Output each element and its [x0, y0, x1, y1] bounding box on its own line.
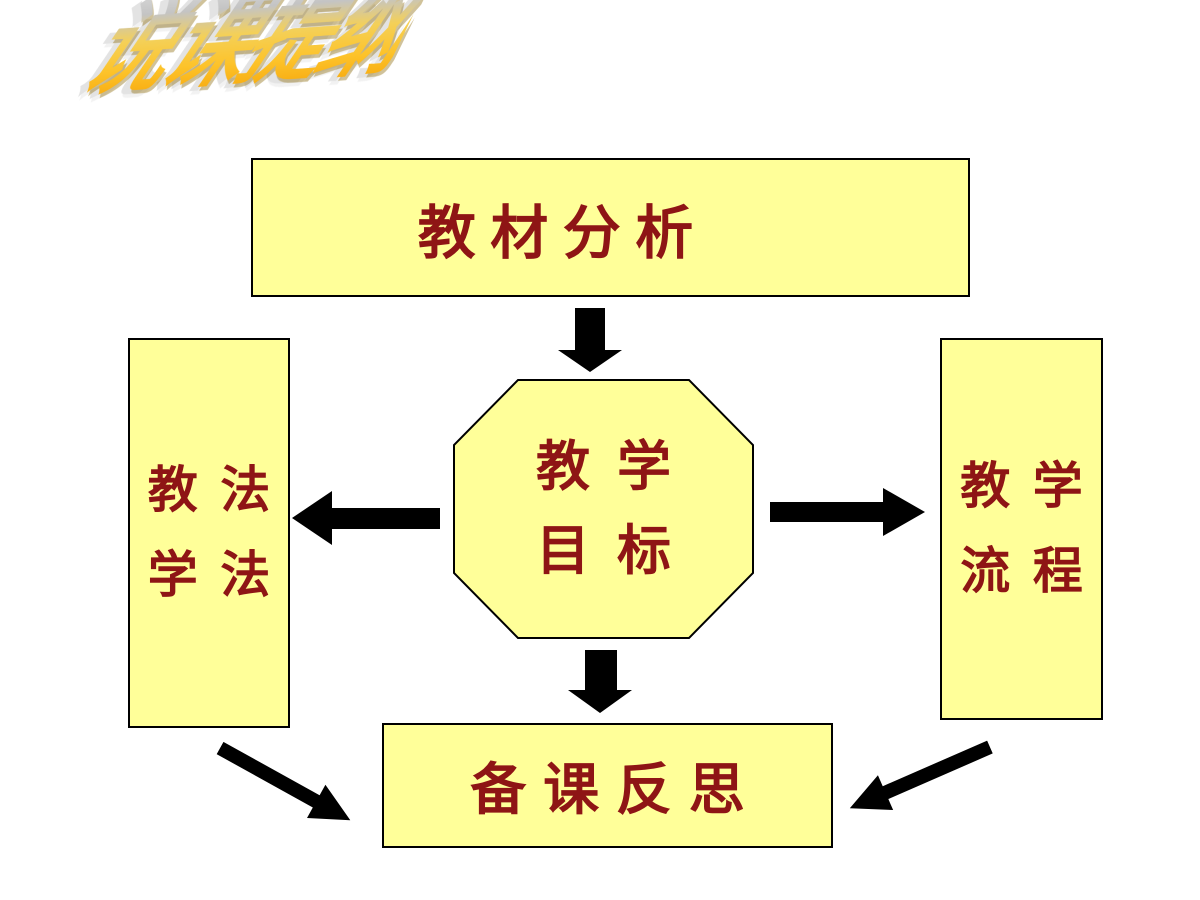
down-arrow-center-to-reflection: [568, 650, 632, 713]
slide-title-wordart: 说课提纲: [38, 0, 556, 168]
diagonal-arrow-icon: [216, 741, 351, 821]
slide-title-text: 说课提纲: [63, 0, 448, 116]
left-arrow-center-to-methods: [292, 491, 440, 545]
node-teaching-objectives: [453, 379, 754, 639]
diagonal-arrow-methods-to-reflection: [216, 741, 351, 821]
node-material-analysis: 教材分析: [251, 158, 970, 297]
teaching-objectives-line1: 教学: [536, 435, 698, 499]
teaching-methods-line2: 学法: [147, 546, 293, 604]
diagonal-arrow-process-to-reflection: [849, 740, 993, 811]
down-arrow-icon: [558, 308, 622, 372]
node-teaching-methods: 教法 学法: [128, 338, 290, 728]
node-lesson-reflection: 备课反思: [382, 723, 833, 848]
teaching-process-line2: 流程: [960, 542, 1106, 600]
node-teaching-process: 教学 流程: [940, 338, 1103, 720]
teaching-methods-line1: 教法: [147, 461, 293, 519]
down-arrow-top-to-center: [558, 308, 622, 372]
octagon-shape: [453, 379, 754, 639]
left-arrow-icon: [292, 491, 440, 545]
down-arrow-icon: [568, 650, 632, 713]
diagonal-arrow-icon: [849, 740, 993, 811]
teaching-process-line1: 教学: [960, 457, 1106, 515]
node-lesson-reflection-label: 备课反思: [470, 758, 762, 823]
right-arrow-center-to-process: [770, 488, 925, 536]
node-teaching-objectives-label: 教学 目标: [452, 378, 755, 640]
teaching-objectives-line2: 目标: [536, 519, 698, 582]
node-material-analysis-label: 教材分析: [417, 198, 708, 267]
right-arrow-icon: [770, 488, 925, 536]
